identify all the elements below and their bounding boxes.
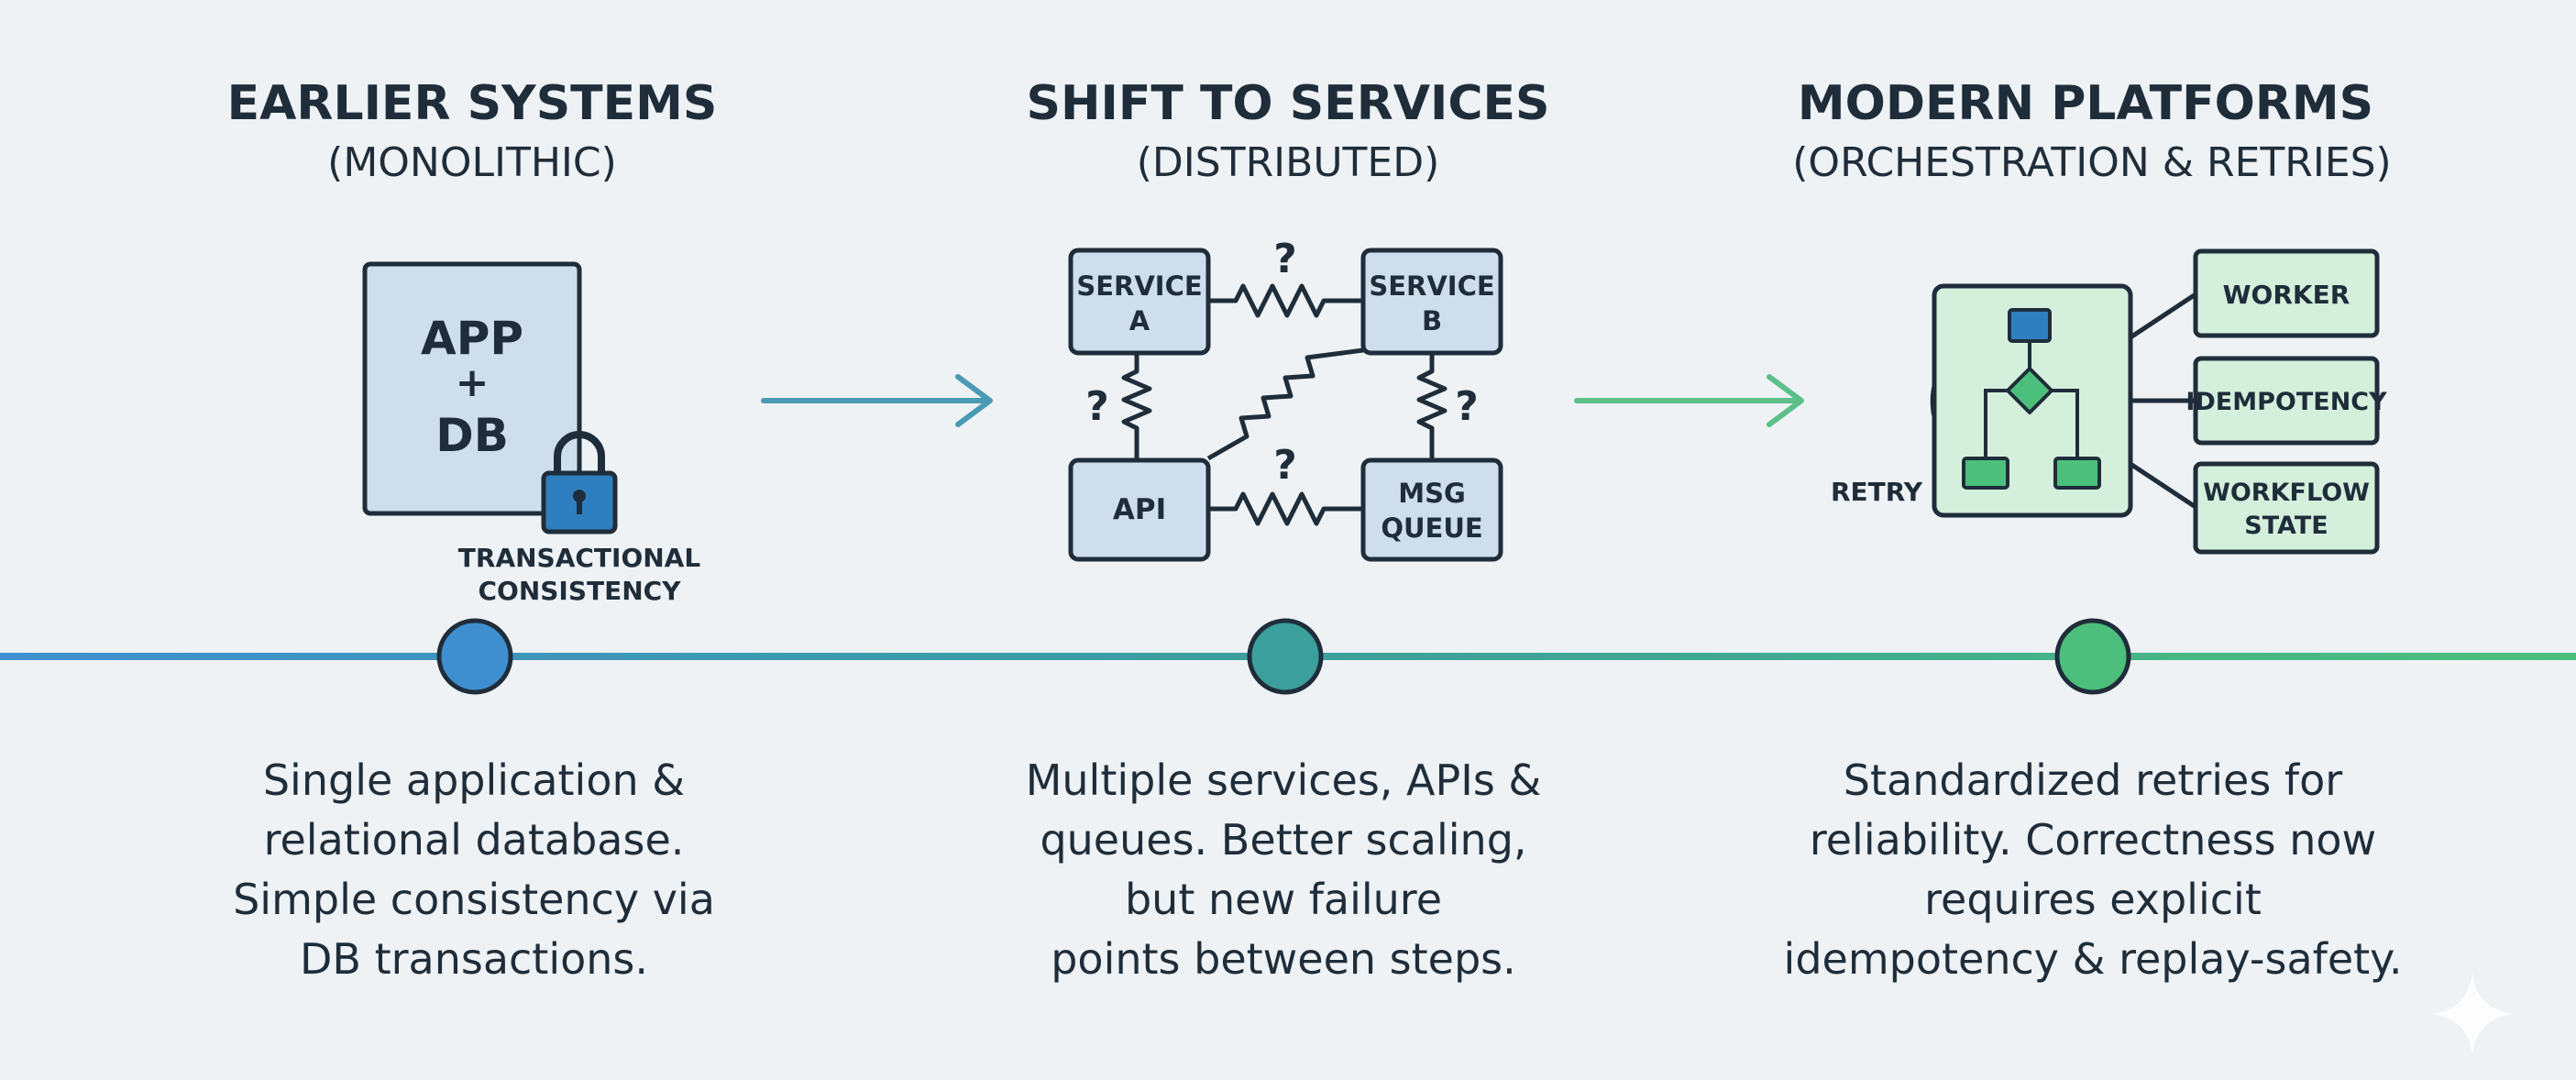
api-label: API	[1113, 493, 1166, 526]
lock-label-line-1: TRANSACTIONAL	[458, 543, 701, 573]
stage-3-desc-line-1: Standardized retries for	[1844, 755, 2342, 805]
stage-3-title: MODERN PLATFORMS	[1798, 76, 2373, 131]
timeline-marker-1	[436, 618, 513, 695]
app-db-line-1: APP	[421, 312, 523, 365]
workflow-state-line-1: WORKFLOW	[2203, 479, 2370, 507]
stage-1-description: Single application & relational database…	[233, 755, 715, 984]
stage-2-desc-line-1: Multiple services, APIs &	[1026, 755, 1542, 805]
service-b-line-1: SERVICE	[1369, 270, 1494, 302]
msg-queue-line-2: QUEUE	[1381, 512, 1482, 544]
retry-label: RETRY	[1831, 477, 1923, 507]
stage-3-subtitle: (ORCHESTRATION & RETRIES)	[1792, 139, 2391, 186]
idempotency-module: IDEMPOTENCY	[2185, 356, 2387, 446]
worker-label: WORKER	[2223, 280, 2350, 310]
question-mark-bottom: ?	[1273, 442, 1297, 489]
orchestration-illustration: RETRY WORKER IDEMPOTENCY WORKFLOW	[1831, 248, 2387, 555]
stage-2-description: Multiple services, APIs & queues. Better…	[1026, 755, 1542, 984]
spring-a-api	[1121, 353, 1152, 460]
question-mark-top: ?	[1273, 236, 1297, 282]
app-db-box	[362, 261, 582, 516]
question-mark-left: ?	[1085, 383, 1109, 430]
spring-a-b	[1208, 283, 1363, 318]
stage-1-title: EARLIER SYSTEMS	[227, 76, 718, 131]
lock-icon	[541, 431, 618, 534]
service-a-line-1: SERVICE	[1076, 270, 1202, 302]
service-a-line-2: A	[1129, 305, 1150, 336]
transition-arrow-2	[1574, 374, 1804, 427]
spring-api-queue	[1208, 491, 1363, 526]
app-db-line-2: +	[456, 359, 490, 406]
service-a-node: SERVICE A	[1068, 248, 1211, 356]
stage-1-desc-line-3: Simple consistency via	[233, 875, 715, 924]
stage-1-desc-line-4: DB transactions.	[300, 934, 648, 984]
service-b-node: SERVICE B	[1360, 248, 1503, 356]
spring-api-b-diagonal	[1206, 347, 1364, 461]
timeline-marker-2	[1247, 618, 1324, 695]
worker-module: WORKER	[2193, 248, 2380, 338]
stage-1-subtitle: (MONOLITHIC)	[327, 139, 617, 186]
sparkle-icon	[2431, 972, 2514, 1056]
spring-b-queue	[1416, 353, 1448, 460]
timeline-marker-3	[2054, 618, 2131, 695]
transition-arrow-1	[761, 374, 993, 427]
stage-1-heading: EARLIER SYSTEMS (MONOLITHIC)	[227, 76, 718, 186]
stage-3-description: Standardized retries for reliability. Co…	[1784, 755, 2403, 984]
question-mark-right: ?	[1455, 383, 1479, 430]
services-illustration: ? ? ? ? SERVICE A SERVICE B API MSG QUEU…	[1068, 236, 1503, 562]
monolith-illustration: APP + DB TRANSACTIONAL CONSISTENCY	[362, 261, 701, 606]
stage-1-desc-line-1: Single application &	[263, 755, 685, 805]
api-node: API	[1068, 457, 1211, 562]
stage-2-title: SHIFT TO SERVICES	[1027, 76, 1550, 131]
idempotency-label: IDEMPOTENCY	[2185, 388, 2387, 416]
workflow-state-module: WORKFLOW STATE	[2193, 461, 2380, 555]
service-b-line-2: B	[1422, 305, 1442, 336]
msg-queue-line-1: MSG	[1398, 478, 1466, 509]
stage-3-desc-line-2: reliability. Correctness now	[1810, 815, 2376, 865]
stage-3-desc-line-3: requires explicit	[1924, 875, 2262, 924]
stage-2-desc-line-4: points between steps.	[1051, 934, 1516, 984]
stage-2-heading: SHIFT TO SERVICES (DISTRIBUTED)	[1027, 76, 1550, 186]
flowchart-icon	[1962, 308, 2101, 490]
workflow-state-line-2: STATE	[2244, 512, 2328, 540]
stage-3-heading: MODERN PLATFORMS (ORCHESTRATION & RETRIE…	[1792, 76, 2391, 186]
app-db-line-3: DB	[435, 409, 509, 462]
stage-3-desc-line-4: idempotency & replay-safety.	[1784, 934, 2403, 984]
stage-2-subtitle: (DISTRIBUTED)	[1137, 139, 1440, 186]
stage-2-desc-line-3: but new failure	[1125, 875, 1442, 924]
msg-queue-node: MSG QUEUE	[1360, 457, 1503, 562]
stage-1-desc-line-2: relational database.	[264, 815, 685, 865]
stage-2-desc-line-2: queues. Better scaling,	[1040, 815, 1526, 865]
timeline	[0, 618, 2576, 695]
lock-label-line-2: CONSISTENCY	[478, 576, 681, 606]
